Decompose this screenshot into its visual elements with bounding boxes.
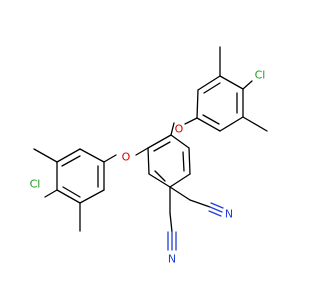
- bond: [219, 75, 244, 90]
- double-bond-inner: [202, 114, 220, 125]
- chlorine-atom-left: Cl: [30, 178, 41, 191]
- triple-bond: [210, 202, 224, 209]
- ether-bonds: [103, 117, 198, 163]
- bond: [184, 117, 198, 125]
- bond: [196, 117, 221, 132]
- bond: [170, 122, 175, 136]
- bond: [148, 173, 171, 188]
- bond: [196, 89, 199, 119]
- double-bond-inner: [153, 141, 171, 152]
- double-bond-inner: [154, 170, 166, 182]
- nitrile-carbon-bond: [169, 212, 173, 233]
- structure-drawing: O O Cl Cl N N: [30, 46, 268, 266]
- triple-bond: [209, 206, 223, 213]
- molecule-diagram: O O Cl Cl N N: [30, 46, 268, 266]
- bond: [56, 148, 81, 163]
- oxygen-atom-upper: O: [175, 123, 184, 136]
- bond: [170, 134, 190, 149]
- bond: [147, 134, 172, 149]
- bond: [103, 154, 117, 163]
- lower-aryl-ring: [33, 148, 105, 232]
- nitrile-groups: [167, 186, 224, 251]
- upper-aryl-ring: [196, 46, 268, 132]
- double-bond-inner: [203, 82, 221, 94]
- oxygen-atom-lower: O: [122, 151, 131, 164]
- chlorine-atom-right: Cl: [255, 69, 266, 82]
- double-bond-inner: [61, 155, 81, 167]
- bond: [188, 147, 191, 175]
- bond: [44, 189, 58, 198]
- nitrogen-atom-lower: N: [168, 253, 176, 266]
- double-bond-inner: [62, 186, 81, 198]
- methyl-bond: [33, 148, 58, 163]
- bond: [219, 116, 244, 132]
- nitrogen-atom-right: N: [225, 208, 233, 221]
- bond: [197, 75, 221, 91]
- methyl-bond: [242, 116, 268, 132]
- double-bond-inner: [182, 151, 185, 172]
- bond: [169, 173, 191, 188]
- bond: [169, 186, 191, 201]
- bond: [56, 189, 81, 204]
- bond: [242, 80, 253, 90]
- bond: [135, 147, 149, 156]
- bond: [79, 189, 105, 204]
- central-ring: [147, 134, 191, 188]
- nitrile-carbon-bond: [189, 199, 211, 208]
- bond: [147, 147, 150, 175]
- triple-bond: [208, 210, 222, 217]
- bond: [79, 148, 105, 163]
